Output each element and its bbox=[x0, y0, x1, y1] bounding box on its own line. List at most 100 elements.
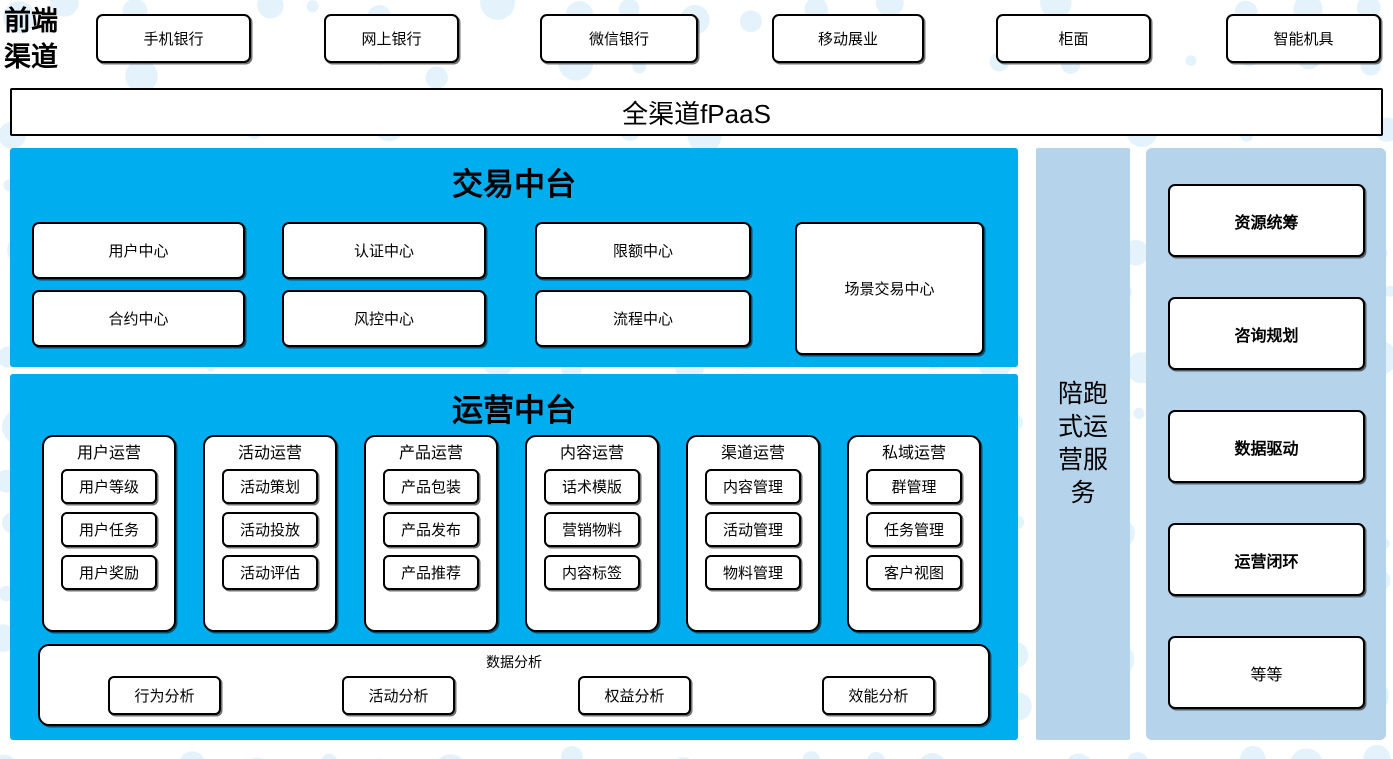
trade-center-box-label: 合约中心 bbox=[108, 311, 169, 328]
front-channel-label-line2: 渠道 bbox=[4, 42, 58, 72]
ops-group-item-4-1[interactable]: 话术模版 bbox=[544, 469, 640, 504]
service-item-5[interactable]: 等等 bbox=[1168, 636, 1365, 709]
ops-group-item-1-2[interactable]: 用户任务 bbox=[61, 512, 157, 547]
ops-group-item-5-3[interactable]: 物料管理 bbox=[705, 555, 801, 590]
trade-center-box-label: 认证中心 bbox=[353, 243, 414, 260]
ops-group-item-3-2[interactable]: 产品发布 bbox=[383, 512, 479, 547]
trade-center-box-2[interactable]: 认证中心 bbox=[282, 222, 486, 279]
ops-group-item-label: 产品发布 bbox=[400, 522, 461, 539]
ops-group-title: 内容运营 bbox=[559, 445, 624, 462]
service-item-4[interactable]: 运营闭环 bbox=[1168, 523, 1365, 596]
ops-group-item-label: 活动策划 bbox=[239, 479, 300, 496]
service-item-2[interactable]: 咨询规划 bbox=[1168, 297, 1365, 370]
ops-group-item-label: 活动评估 bbox=[239, 565, 300, 582]
ops-group-4: 内容运营话术模版营销物料内容标签 bbox=[525, 435, 659, 632]
ops-group-title: 渠道运营 bbox=[720, 445, 785, 462]
data-analysis-item-1[interactable]: 行为分析 bbox=[108, 676, 221, 715]
ops-group-item-label: 内容管理 bbox=[722, 479, 783, 496]
channel-box-label: 手机银行 bbox=[143, 31, 204, 48]
service-item-label: 等等 bbox=[1250, 666, 1283, 684]
ops-group-item-label: 内容标签 bbox=[561, 565, 622, 582]
ops-group-item-6-3[interactable]: 客户视图 bbox=[866, 555, 962, 590]
ops-group-item-5-2[interactable]: 活动管理 bbox=[705, 512, 801, 547]
ops-group-item-2-2[interactable]: 活动投放 bbox=[222, 512, 318, 547]
ops-group-item-3-1[interactable]: 产品包装 bbox=[383, 469, 479, 504]
channel-box-label: 柜面 bbox=[1058, 31, 1089, 48]
ops-group-item-label: 任务管理 bbox=[883, 522, 944, 539]
data-analysis-item-label: 行为分析 bbox=[134, 688, 195, 705]
data-analysis-item-label: 权益分析 bbox=[604, 688, 665, 705]
front-channel-row: 前端 渠道 手机银行 网上银行 微信银行 移动展业 柜面 智能机具 bbox=[0, 0, 1393, 82]
ops-group-item-6-2[interactable]: 任务管理 bbox=[866, 512, 962, 547]
ops-group-item-label: 客户视图 bbox=[883, 565, 944, 582]
ops-group-item-label: 活动投放 bbox=[239, 522, 300, 539]
ops-group-item-label: 用户等级 bbox=[78, 479, 139, 496]
trade-center-box-label: 风控中心 bbox=[353, 311, 414, 328]
ops-group-6: 私域运营群管理任务管理客户视图 bbox=[847, 435, 981, 632]
channel-box-label: 移动展业 bbox=[817, 31, 878, 48]
accompany-operation-service-label: 陪跑 式运 营服 务 bbox=[1057, 380, 1108, 507]
fpaas-label: 全渠道fPaaS bbox=[622, 98, 771, 129]
ops-group-item-label: 用户任务 bbox=[78, 522, 139, 539]
channel-box-label: 网上银行 bbox=[361, 31, 422, 48]
trade-center-box-label: 限额中心 bbox=[612, 243, 673, 260]
ops-group-item-label: 营销物料 bbox=[561, 522, 622, 539]
service-item-3[interactable]: 数据驱动 bbox=[1168, 410, 1365, 483]
service-capability-panel: 资源统筹咨询规划数据驱动运营闭环等等 bbox=[1146, 148, 1386, 740]
ops-group-title: 活动运营 bbox=[237, 445, 302, 462]
channel-box-label: 智能机具 bbox=[1273, 31, 1334, 48]
scene-transaction-center-box[interactable]: 场景交易中心 bbox=[795, 222, 984, 355]
channel-box-3[interactable]: 微信银行 bbox=[540, 14, 698, 63]
ops-group-item-6-1[interactable]: 群管理 bbox=[866, 469, 962, 504]
data-analysis-item-2[interactable]: 活动分析 bbox=[342, 676, 455, 715]
accompany-operation-service-column: 陪跑 式运 营服 务 bbox=[1036, 148, 1130, 740]
ops-group-item-label: 用户奖励 bbox=[78, 565, 139, 582]
trade-center-box-5[interactable]: 风控中心 bbox=[282, 290, 486, 347]
ops-group-title: 私域运营 bbox=[881, 445, 946, 462]
data-analysis-card: 数据分析 行为分析 活动分析 权益分析 效能分析 bbox=[38, 644, 990, 726]
channel-box-4[interactable]: 移动展业 bbox=[772, 14, 924, 63]
data-analysis-item-label: 活动分析 bbox=[368, 688, 429, 705]
ops-platform-title: 运营中台 bbox=[452, 393, 576, 428]
ops-group-item-label: 产品包装 bbox=[400, 479, 461, 496]
channel-box-1[interactable]: 手机银行 bbox=[96, 14, 251, 63]
trade-center-box-label: 流程中心 bbox=[612, 311, 673, 328]
trade-platform-title: 交易中台 bbox=[452, 167, 576, 202]
trade-center-box-4[interactable]: 合约中心 bbox=[32, 290, 245, 347]
front-channel-label-line1: 前端 bbox=[4, 6, 58, 36]
omnichannel-fpaas-bar[interactable]: 全渠道fPaaS bbox=[10, 88, 1383, 136]
channel-box-2[interactable]: 网上银行 bbox=[324, 14, 459, 63]
trade-center-box-1[interactable]: 用户中心 bbox=[32, 222, 245, 279]
ops-group-5: 渠道运营内容管理活动管理物料管理 bbox=[686, 435, 820, 632]
front-channel-label: 前端 渠道 bbox=[4, 2, 88, 76]
ops-group-item-4-3[interactable]: 内容标签 bbox=[544, 555, 640, 590]
ops-group-item-2-1[interactable]: 活动策划 bbox=[222, 469, 318, 504]
ops-group-item-3-3[interactable]: 产品推荐 bbox=[383, 555, 479, 590]
trade-center-box-6[interactable]: 流程中心 bbox=[535, 290, 751, 347]
data-analysis-item-3[interactable]: 权益分析 bbox=[578, 676, 691, 715]
trade-center-box-label: 用户中心 bbox=[108, 243, 169, 260]
service-item-label: 数据驱动 bbox=[1234, 440, 1299, 458]
channel-box-label: 微信银行 bbox=[588, 31, 649, 48]
data-analysis-item-4[interactable]: 效能分析 bbox=[822, 676, 935, 715]
ops-group-2: 活动运营活动策划活动投放活动评估 bbox=[203, 435, 337, 632]
ops-group-item-2-3[interactable]: 活动评估 bbox=[222, 555, 318, 590]
ops-group-item-label: 群管理 bbox=[891, 479, 937, 496]
ops-group-item-4-2[interactable]: 营销物料 bbox=[544, 512, 640, 547]
channel-box-6[interactable]: 智能机具 bbox=[1226, 14, 1381, 63]
ops-group-title: 用户运营 bbox=[76, 445, 141, 462]
ops-group-item-1-1[interactable]: 用户等级 bbox=[61, 469, 157, 504]
trade-center-box-3[interactable]: 限额中心 bbox=[535, 222, 751, 279]
ops-group-item-label: 活动管理 bbox=[722, 522, 783, 539]
ops-group-item-1-3[interactable]: 用户奖励 bbox=[61, 555, 157, 590]
ops-group-1: 用户运营用户等级用户任务用户奖励 bbox=[42, 435, 176, 632]
data-analysis-item-label: 效能分析 bbox=[848, 688, 909, 705]
ops-group-item-5-1[interactable]: 内容管理 bbox=[705, 469, 801, 504]
service-item-1[interactable]: 资源统筹 bbox=[1168, 184, 1365, 257]
service-item-label: 运营闭环 bbox=[1234, 553, 1299, 571]
scene-transaction-center-label: 场景交易中心 bbox=[844, 281, 935, 298]
channel-box-5[interactable]: 柜面 bbox=[996, 14, 1151, 63]
ops-group-item-label: 话术模版 bbox=[561, 479, 622, 496]
data-analysis-title: 数据分析 bbox=[486, 654, 542, 670]
